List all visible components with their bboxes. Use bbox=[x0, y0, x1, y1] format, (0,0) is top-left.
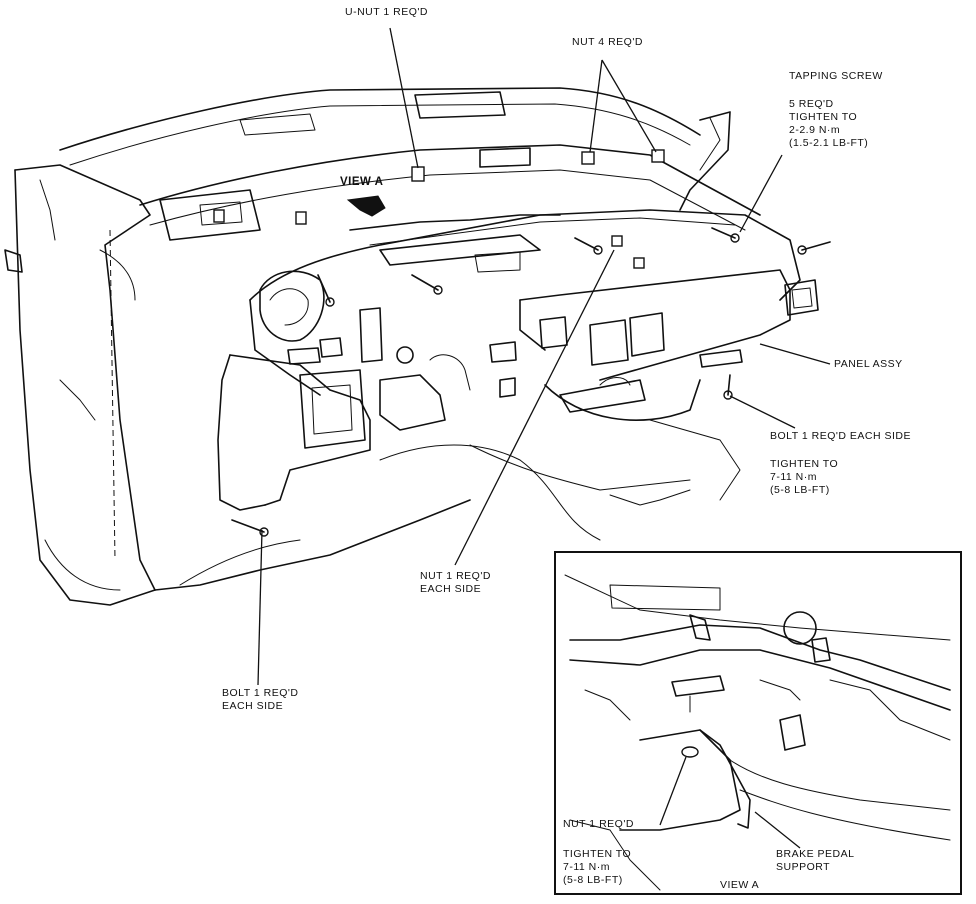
inset-tighten-label: TIGHTEN TO bbox=[563, 848, 632, 860]
tapping-screw-torque-lbft: (1.5-2.1 LB-FT) bbox=[789, 137, 869, 149]
fasteners bbox=[213, 149, 831, 537]
tapping-screw-qty: 5 REQ'D bbox=[789, 98, 834, 110]
view-a-arrow bbox=[346, 195, 386, 217]
view-a-inset bbox=[554, 551, 962, 895]
bolt-right-tighten: TIGHTEN TO bbox=[770, 458, 839, 470]
u-nut-label: U-NUT 1 REQ'D bbox=[345, 6, 428, 18]
nut-4-label: NUT 4 REQ'D bbox=[572, 36, 643, 48]
leader-lines bbox=[257, 27, 831, 686]
tapping-screw-torque-nm: 2-2.9 N·m bbox=[789, 124, 841, 136]
inset-title: VIEW A bbox=[720, 879, 760, 891]
panel-body bbox=[249, 209, 801, 396]
bolt-right-label: BOLT 1 REQ'D EACH SIDE bbox=[770, 430, 911, 442]
bolt-left-sub: EACH SIDE bbox=[222, 700, 284, 712]
inset-torque-nm: 7-11 N·m bbox=[563, 861, 610, 873]
panel-assy-label: PANEL ASSY bbox=[834, 358, 903, 370]
nut-each-side-sub: EACH SIDE bbox=[420, 583, 482, 595]
left-pillar bbox=[4, 164, 156, 606]
inset-torque-lbft: (5-8 LB-FT) bbox=[563, 874, 623, 886]
floor-pan bbox=[154, 419, 741, 591]
lower-left-panel bbox=[217, 354, 516, 511]
tapping-screw-label: TAPPING SCREW bbox=[789, 70, 883, 82]
bolt-right-torque-nm: 7-11 N·m bbox=[770, 471, 817, 483]
brake-pedal-sub: SUPPORT bbox=[776, 861, 831, 873]
brake-pedal-label: BRAKE PEDAL bbox=[776, 848, 855, 860]
bolt-left-label: BOLT 1 REQ'D bbox=[222, 687, 299, 699]
right-console bbox=[519, 269, 819, 421]
nut-each-side-label: NUT 1 REQ'D bbox=[420, 570, 491, 582]
view-a-pointer-label: VIEW A bbox=[340, 176, 384, 188]
windshield-frame bbox=[59, 87, 731, 211]
bolt-right-torque-lbft: (5-8 LB-FT) bbox=[770, 484, 830, 496]
tapping-screw-tighten: TIGHTEN TO bbox=[789, 111, 858, 123]
inset-nut-label: NUT 1 REQ'D bbox=[563, 818, 634, 830]
upper-cowl bbox=[139, 144, 761, 241]
